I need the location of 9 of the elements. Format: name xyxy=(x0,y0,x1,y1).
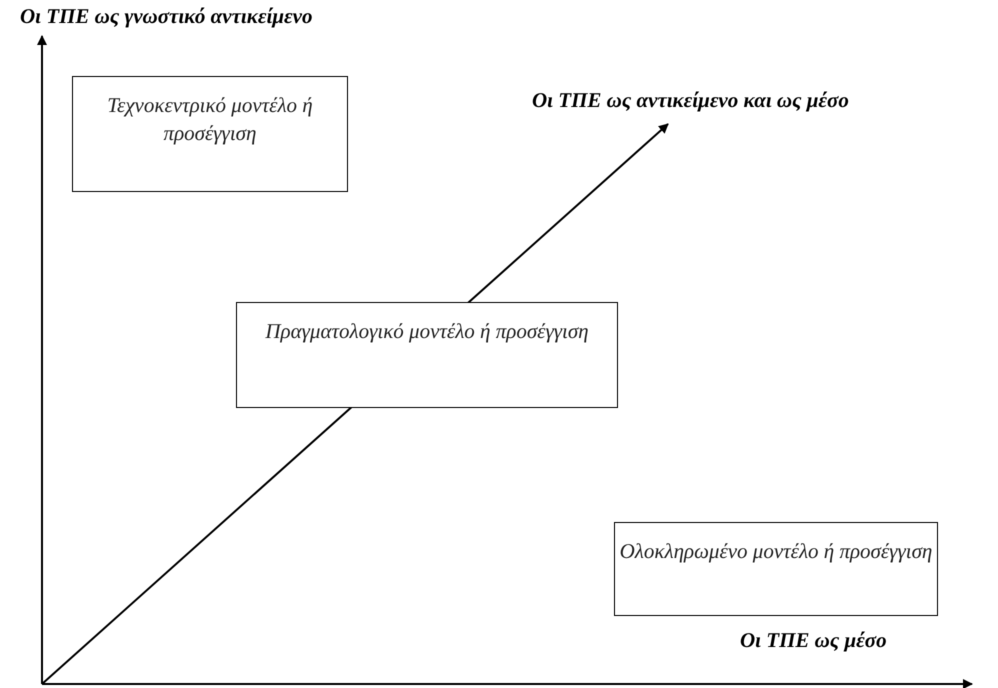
box-text: Ολοκληρωμένο μοντέλο ή προσέγγιση xyxy=(620,538,932,565)
approach-box xyxy=(614,522,938,616)
axis-label: Οι ΤΠΕ ως γνωστικό αντικείμενο xyxy=(20,4,312,29)
box-text: Τεχνοκεντρικό μοντέλο ή προσέγγιση xyxy=(106,92,314,148)
approach-box xyxy=(72,76,348,192)
box-text: Πραγματολογικό μοντέλο ή προσέγγιση xyxy=(265,318,589,345)
axis-label: Οι ΤΠΕ ως αντικείμενο και ως μέσο xyxy=(532,88,849,113)
approach-box xyxy=(236,302,618,408)
axis-label: Οι ΤΠΕ ως μέσο xyxy=(740,628,887,653)
